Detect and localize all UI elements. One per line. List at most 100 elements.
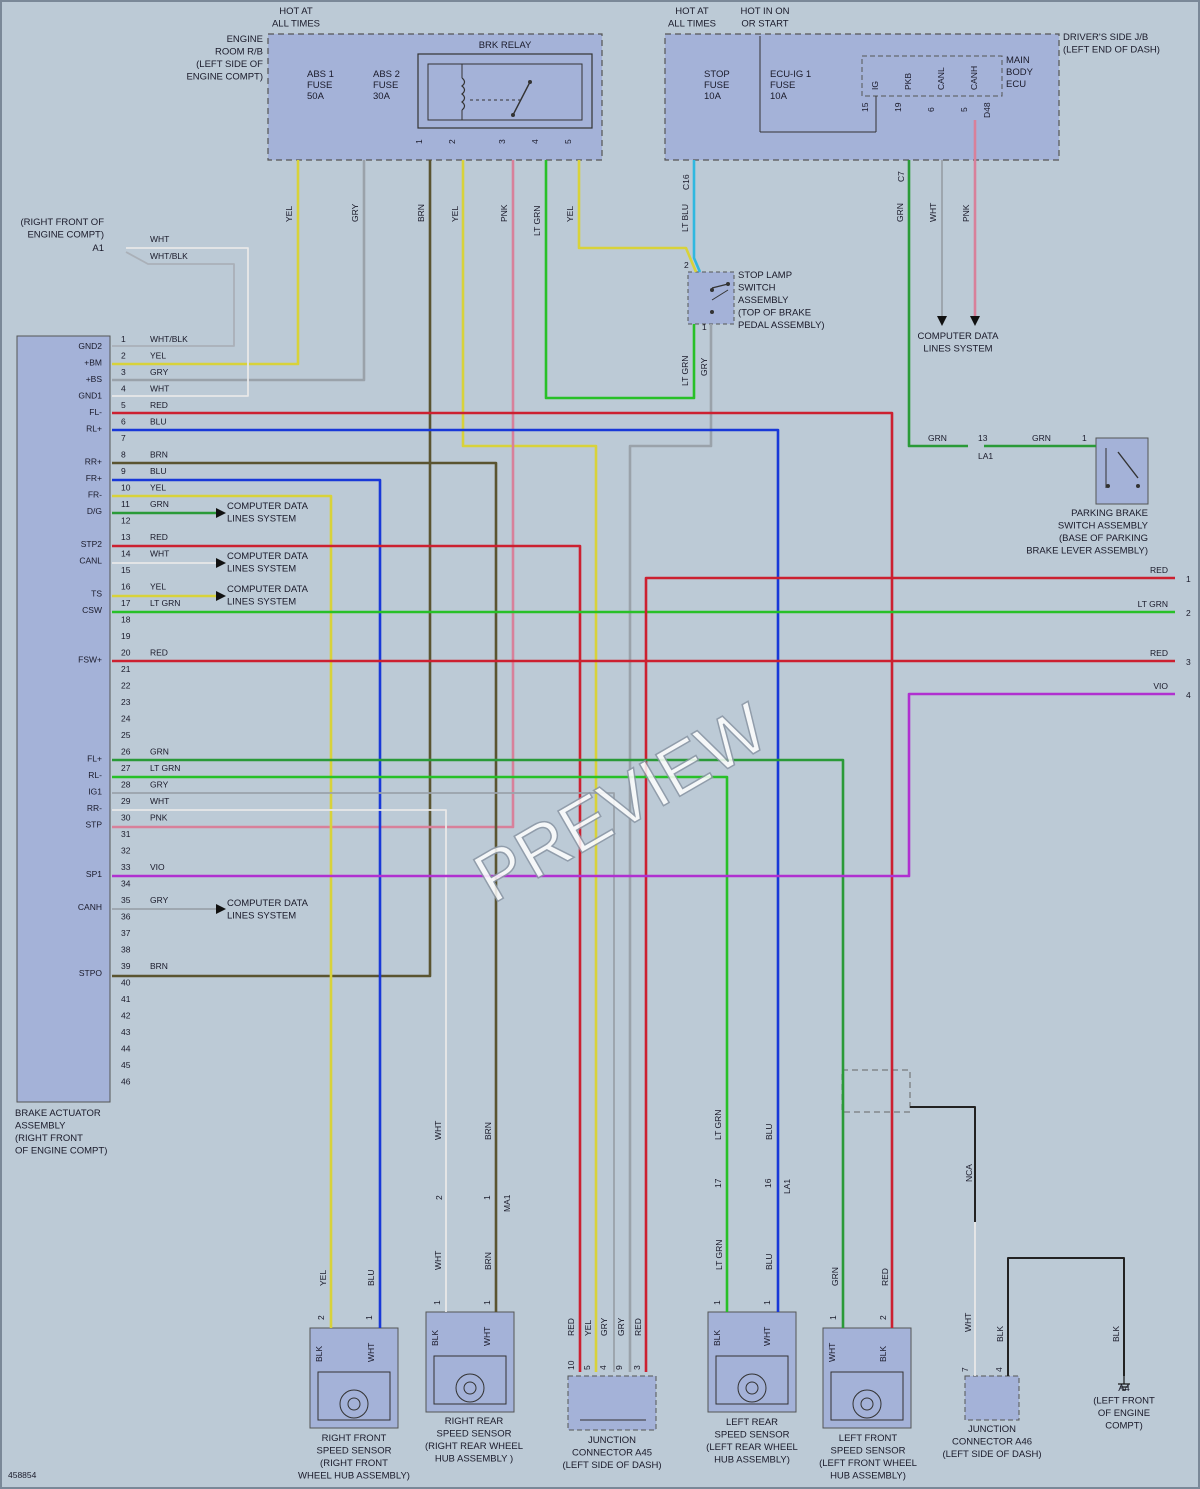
actuator-pin-number: 38 xyxy=(121,945,131,955)
actuator-wire-color: RED xyxy=(150,532,168,542)
actuator-terminal-name: +BM xyxy=(84,358,102,368)
hot-at-all-times-label: HOT AT xyxy=(279,6,313,17)
computer-data-lines-label: LINES SYSTEM xyxy=(227,564,296,575)
c16-connector-label: C16 xyxy=(681,174,691,190)
sensor-terminal-color: WHT xyxy=(827,1343,837,1362)
left-rear-sensor-label: SPEED SENSOR xyxy=(715,1430,790,1441)
actuator-pin-number: 22 xyxy=(121,681,131,691)
exit-number: 3 xyxy=(1186,657,1191,667)
actuator-pin-number: 39 xyxy=(121,961,131,971)
right-rear-sensor-box xyxy=(425,1311,515,1413)
wire-color-label: LT GRN xyxy=(680,356,690,386)
exit-wire-color: RED xyxy=(1150,565,1168,575)
stop-switch-pin: 2 xyxy=(684,260,689,270)
actuator-pin-number: 4 xyxy=(121,384,126,394)
sensor-terminal-color: WHT xyxy=(762,1327,772,1346)
wires xyxy=(112,120,1175,1376)
left-rear-sensor-label: (LEFT REAR WHEEL xyxy=(706,1442,798,1453)
hot-at-all-times-label: ALL TIMES xyxy=(668,19,716,30)
ecu-pin-number: 6 xyxy=(926,107,936,112)
wire-color-label: PNK xyxy=(961,204,971,222)
actuator-wire-color: YEL xyxy=(150,483,166,493)
engine-room-rb-label: ROOM R/B xyxy=(215,47,263,58)
parking-brake-switch-label: PARKING BRAKE xyxy=(1071,508,1148,519)
stop-lamp-switch-label: PEDAL ASSEMBLY) xyxy=(738,320,825,331)
abs2-fuse-label: ABS 2 xyxy=(373,69,400,80)
stop-fuse-label: 10A xyxy=(704,91,722,102)
wire-color-label: LT GRN xyxy=(713,1110,723,1140)
actuator-wire-color: WHT xyxy=(150,384,169,394)
pin-number: 1 xyxy=(482,1195,492,1200)
actuator-pin-number: 26 xyxy=(121,747,131,757)
sensor-terminal-color: WHT xyxy=(366,1343,376,1362)
sensor-pin-number: 1 xyxy=(828,1315,838,1320)
computer-data-lines-label: COMPUTER DATA xyxy=(227,551,309,562)
wire-color-label: GRY xyxy=(616,1317,626,1336)
stop-lamp-switch-label: STOP LAMP xyxy=(738,270,792,281)
actuator-pin-number: 9 xyxy=(121,466,126,476)
actuator-pin-number: 8 xyxy=(121,450,126,460)
actuator-pin-number: 25 xyxy=(121,730,131,740)
sensor-pin-number: 2 xyxy=(878,1315,888,1320)
d48-connector-label: D48 xyxy=(982,102,992,118)
actuator-pin-number: 41 xyxy=(121,994,131,1004)
wire-color-label: LT BLU xyxy=(680,204,690,232)
computer-data-lines-label: COMPUTER DATA xyxy=(918,331,1000,342)
actuator-pin-number: 37 xyxy=(121,928,131,938)
wire-tag: GRN xyxy=(928,433,947,443)
junction-pin-number: 3 xyxy=(632,1365,642,1370)
ecu-pin-number: 19 xyxy=(893,102,903,112)
wire-color-label: YEL xyxy=(583,1320,593,1336)
actuator-terminal-name: CSW xyxy=(82,605,102,615)
wire-color-label: NCA xyxy=(964,1164,974,1182)
actuator-terminal-name: STP xyxy=(85,820,102,830)
actuator-wire-color: GRY xyxy=(150,780,169,790)
exit-wire-color: LT GRN xyxy=(1138,599,1168,609)
actuator-pin-number: 27 xyxy=(121,763,131,773)
actuator-pin-number: 6 xyxy=(121,417,126,427)
left-rear-sensor-box xyxy=(707,1311,797,1413)
left-rear-sensor-label: LEFT REAR xyxy=(726,1417,778,1428)
left-front-sensor-label: SPEED SENSOR xyxy=(831,1446,906,1457)
brake-actuator-label: (RIGHT FRONT xyxy=(15,1133,83,1144)
stop-switch-pin: 1 xyxy=(702,322,707,332)
wire-tag: WHT/BLK xyxy=(150,251,188,261)
drivers-jb-label: (LEFT END OF DASH) xyxy=(1063,45,1160,56)
actuator-pin-number: 46 xyxy=(121,1077,131,1087)
right-front-sensor-label: RIGHT FRONT xyxy=(322,1433,387,1444)
junction-a45-label: (LEFT SIDE OF DASH) xyxy=(562,1460,661,1471)
wire-color-label: GRY xyxy=(599,1317,609,1336)
wire-color-label: WHT xyxy=(928,203,938,222)
actuator-terminal-name: D/G xyxy=(87,506,102,516)
actuator-terminal-name: FR- xyxy=(88,490,102,500)
right-front-sensor-box xyxy=(309,1327,399,1429)
right-front-sensor-label: SPEED SENSOR xyxy=(317,1446,392,1457)
computer-data-lines-label: LINES SYSTEM xyxy=(227,911,296,922)
ecu-pin-label: PKB xyxy=(903,73,913,90)
actuator-terminal-name: RR- xyxy=(87,803,102,813)
wire-color-label: BRN xyxy=(416,204,426,222)
left-front-sensor-box xyxy=(822,1327,912,1429)
right-rear-sensor-label: HUB ASSEMBLY ) xyxy=(435,1454,513,1465)
actuator-pin-number: 34 xyxy=(121,879,131,889)
computer-data-lines-label: COMPUTER DATA xyxy=(227,898,309,909)
actuator-pin-number: 43 xyxy=(121,1027,131,1037)
wire-color-label: BLU xyxy=(764,1253,774,1270)
main-body-ecu-label: ECU xyxy=(1006,79,1026,90)
actuator-pin-number: 18 xyxy=(121,615,131,625)
relay-pin-number: 3 xyxy=(497,139,507,144)
ecu-pin-number: 15 xyxy=(860,102,870,112)
hot-in-on-label: OR START xyxy=(741,19,788,30)
wire-color-label: YEL xyxy=(565,206,575,222)
relay-pin-number: 1 xyxy=(414,139,424,144)
ecu-ig1-fuse-label: FUSE xyxy=(770,80,795,91)
pin-number: 17 xyxy=(713,1178,723,1188)
wire-color-label: BRN xyxy=(483,1252,493,1270)
actuator-pin-number: 11 xyxy=(121,499,130,509)
actuator-wire-color: YEL xyxy=(150,351,166,361)
drivers-jb-label: DRIVER'S SIDE J/B xyxy=(1063,32,1148,43)
computer-data-lines-label: COMPUTER DATA xyxy=(227,584,309,595)
ecu-pin-label: CANH xyxy=(969,66,979,90)
sensor-terminal-color: BLK xyxy=(430,1330,440,1346)
